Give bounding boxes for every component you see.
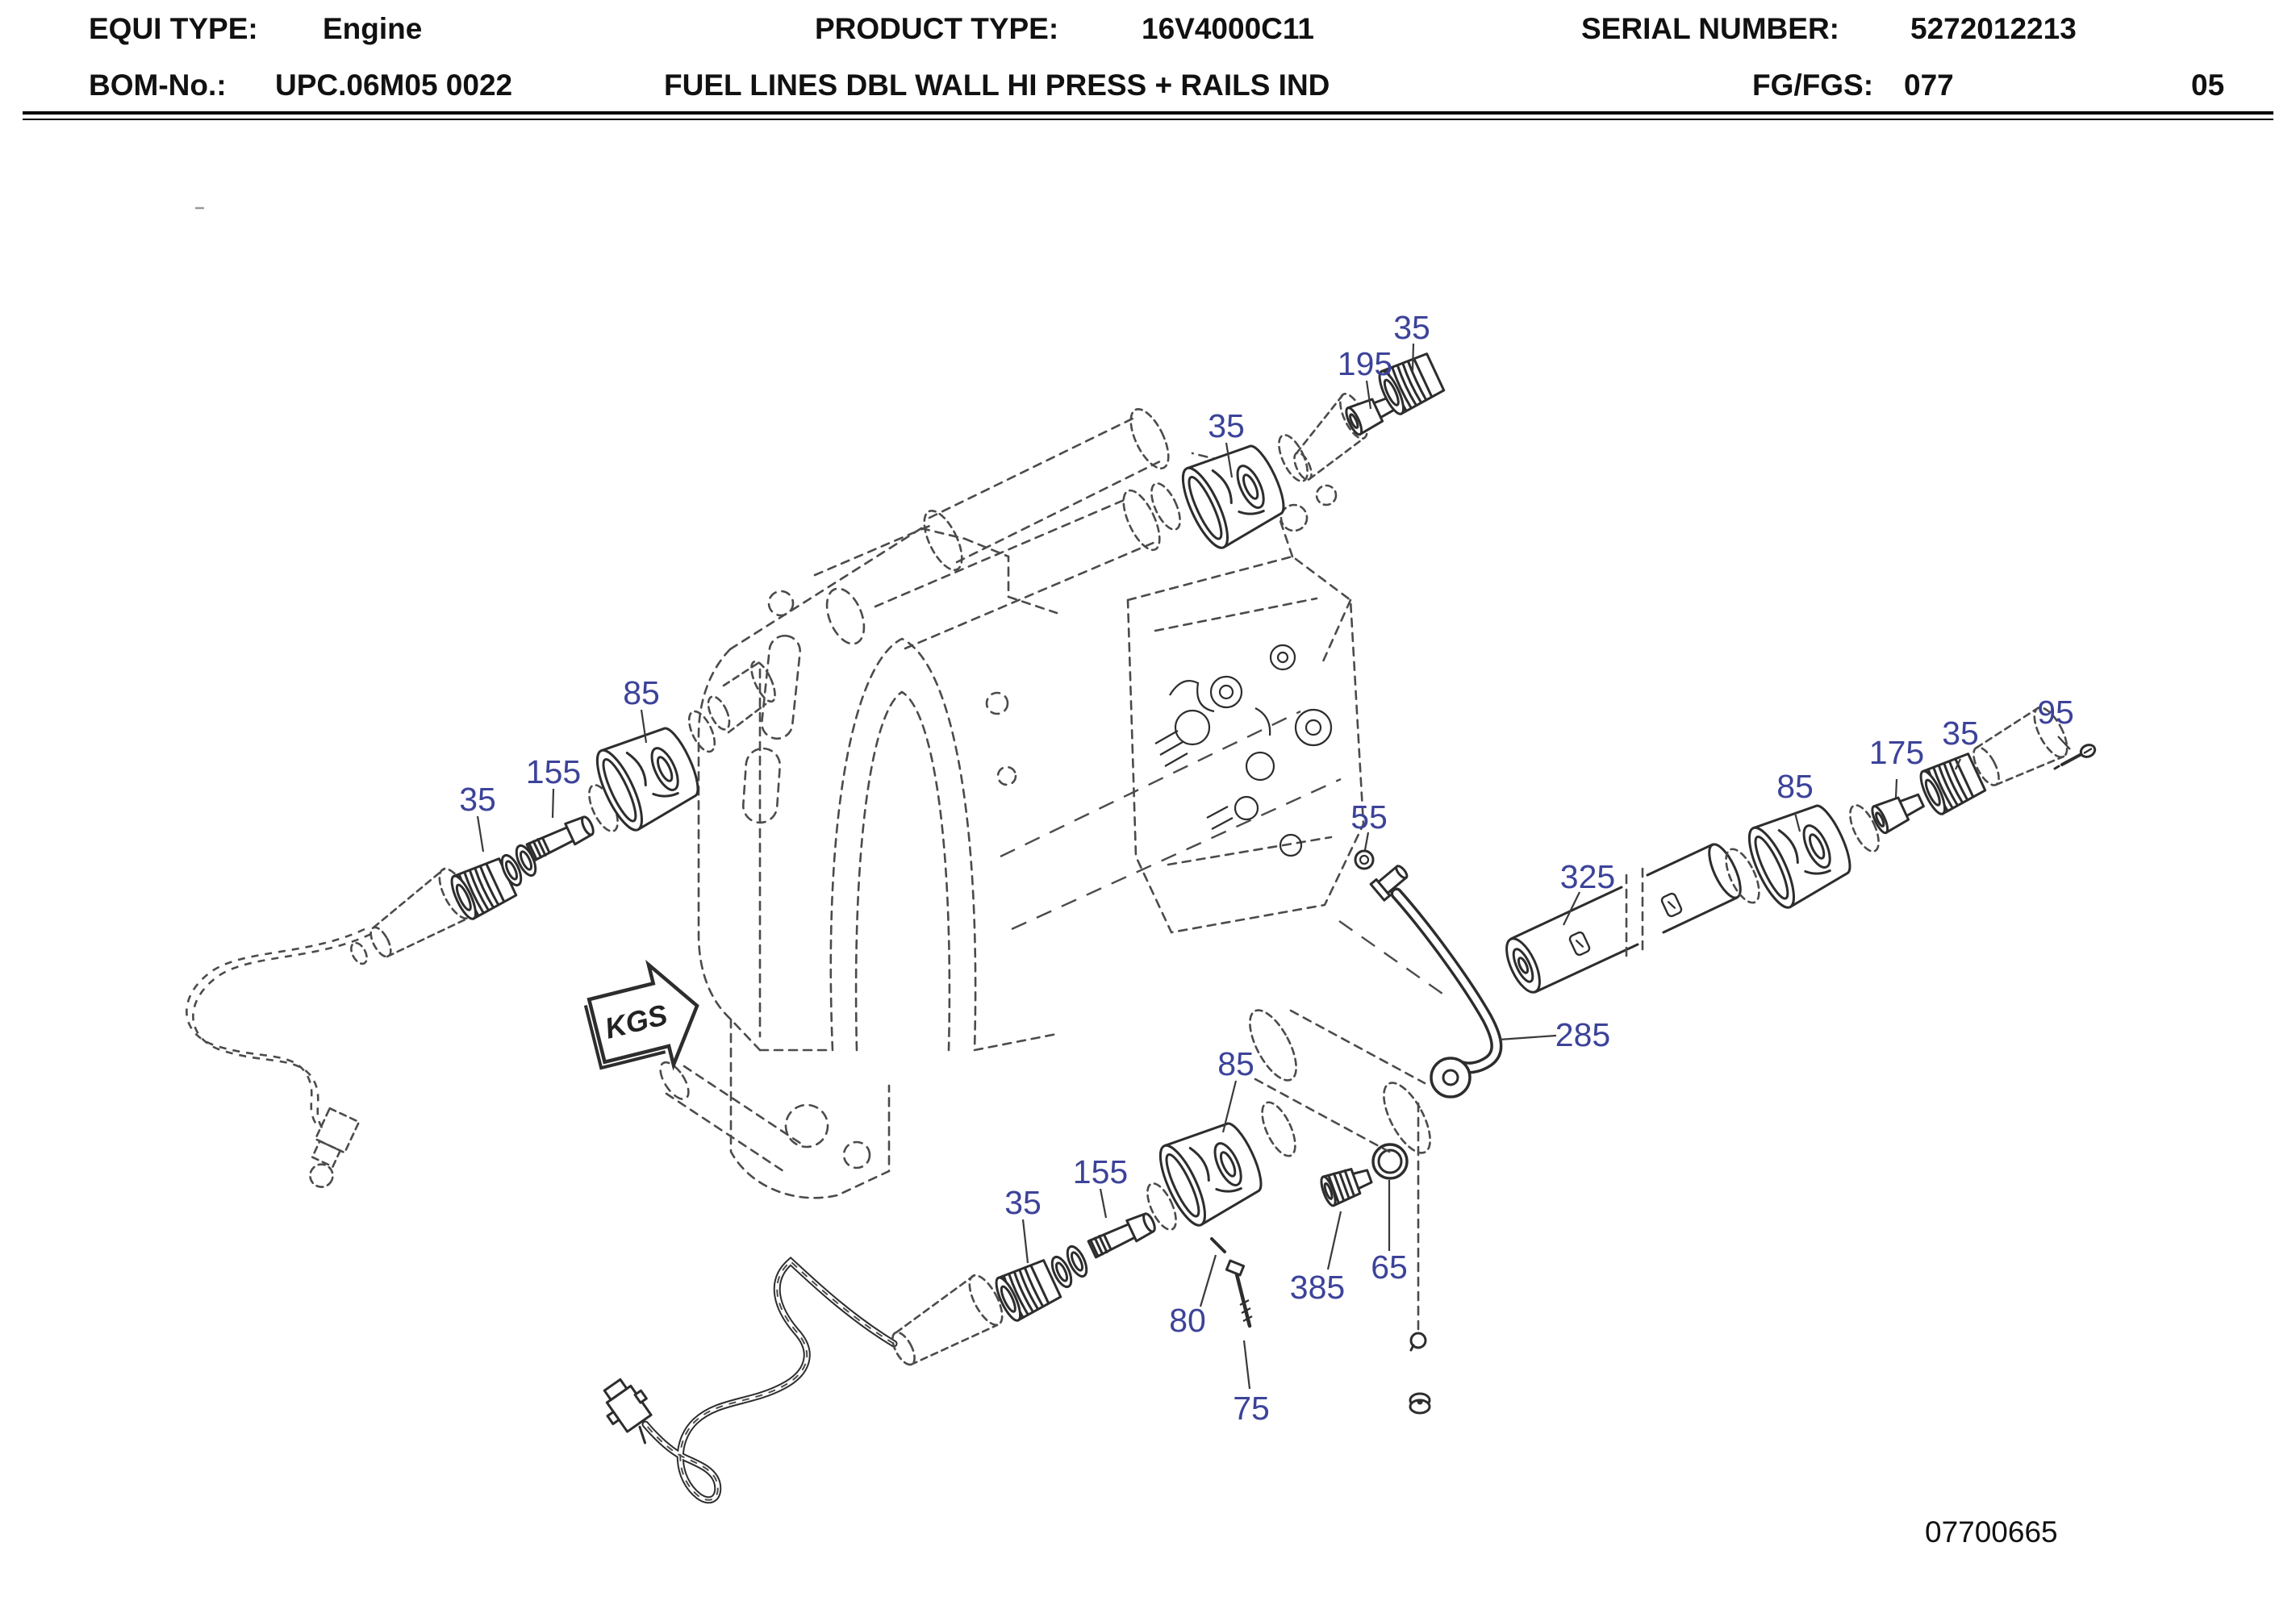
top-right-assembly [1144,349,1446,555]
callout-leader-lines [476,343,2071,1390]
callout-35-top-fitting[interactable]: 35 [1393,309,1430,346]
bottom-center-assembly [603,1009,1431,1504]
callout-55[interactable]: 55 [1350,798,1388,836]
hose-connector-icon [603,1378,653,1444]
engine-block-outline [659,523,1058,1199]
fg-fgs-label: FG/FGS: [1752,69,1873,102]
hose-connector-icon [309,1107,361,1188]
dashed-cone-top [1293,393,1369,481]
callout-325[interactable]: 325 [1560,858,1615,895]
left-assembly [186,660,776,1188]
callout-195[interactable]: 195 [1338,345,1392,382]
callout-155-left[interactable]: 155 [526,753,581,790]
header-rule-top [23,111,2273,115]
seal-ring-icon [1144,478,1188,535]
part-screw-75 [1225,1259,1253,1328]
part-o-ring-65 [1371,1143,1409,1180]
part-coupler-sleeve-85-bottom [1150,1112,1272,1232]
retaining-clip-icon [1409,1332,1427,1352]
injection-pump-outline [1126,452,1365,934]
callout-155-bottom[interactable]: 155 [1073,1153,1128,1190]
part-pin-80 [1210,1237,1226,1253]
dashed-cylinder-bottom [1249,1009,1431,1154]
equi-type-label: EQUI TYPE: [89,12,258,45]
part-nipple-175 [1868,786,1929,836]
callout-75[interactable]: 75 [1233,1390,1270,1427]
callout-175[interactable]: 175 [1869,734,1924,771]
fuel-hose-bottom [603,1256,898,1504]
bom-no-label: BOM-No.: [89,69,227,102]
callout-85-left[interactable]: 85 [623,674,660,711]
right-assembly [1718,706,2097,915]
callout-285[interactable]: 285 [1555,1016,1610,1053]
part-threaded-fitting-35-right [1914,749,1988,819]
callout-80[interactable]: 80 [1169,1302,1206,1339]
seal-ring-icon [1254,1096,1304,1162]
part-screw-plug-155-bottom [1086,1209,1159,1261]
dashed-rail-tube-top [923,407,1170,572]
callouts: 35 195 35 85 155 35 55 325 285 85 155 35… [459,309,2074,1427]
part-screw-plug-155-left [524,812,598,865]
part-tube-325 [1505,843,1742,994]
callout-35-right[interactable]: 35 [1942,715,1979,752]
dashed-cone-bottom [891,1274,1004,1366]
braided-hose-left [186,928,372,1188]
tube-clip-icon [1568,930,1592,957]
part-screw-95 [2053,744,2097,770]
header-rule-bottom [23,119,2273,120]
dashed-cone-right [1972,706,2068,786]
construction-lines [1000,710,1443,994]
callout-35-left[interactable]: 35 [459,781,496,818]
callout-95[interactable]: 95 [2037,694,2074,731]
injection-pump-detail [1154,644,1333,857]
dashed-tube-to-top-cluster [874,489,1161,650]
drawing-number: 07700665 [1925,1515,2058,1549]
serial-number-label: SERIAL NUMBER: [1581,12,1839,45]
part-sealing-ring-55 [1354,849,1375,870]
tube-break-lines [1625,867,1644,961]
product-type-label: PRODUCT TYPE: [815,12,1058,45]
serial-number-value: 5272012213 [1910,12,2077,45]
callout-85-right[interactable]: 85 [1776,768,1814,805]
header: EQUI TYPE: Engine PRODUCT TYPE: 16V4000C… [23,12,2273,120]
callout-35-bottom[interactable]: 35 [1004,1184,1042,1221]
sheet-number: 05 [2191,69,2224,102]
equi-type-value: Engine [323,12,422,45]
bom-no-value: UPC.06M05 0022 [275,69,512,102]
part-adapter-385 [1317,1161,1376,1209]
callout-385[interactable]: 385 [1290,1269,1345,1306]
injector-pipe-285 [1354,849,1503,1098]
banjo-end-icon [1430,1057,1472,1098]
fg-fgs-value: 077 [1904,69,1954,102]
tube-clip-icon [1659,891,1684,919]
callout-65[interactable]: 65 [1371,1249,1408,1286]
nut-icon [1409,1392,1431,1415]
pipe-nipple [1369,865,1409,902]
product-type-value: 16V4000C11 [1142,12,1314,45]
dashed-adapters-to-block [687,660,776,753]
callout-85-bottom[interactable]: 85 [1217,1045,1254,1082]
kgs-direction-arrow: KGS [583,959,699,1071]
part-coupler-sleeve-85-left [587,717,709,837]
callout-35-top-coupler[interactable]: 35 [1208,407,1245,444]
assembly-description: FUEL LINES DBL WALL HI PRESS + RAILS IND [664,69,1330,102]
